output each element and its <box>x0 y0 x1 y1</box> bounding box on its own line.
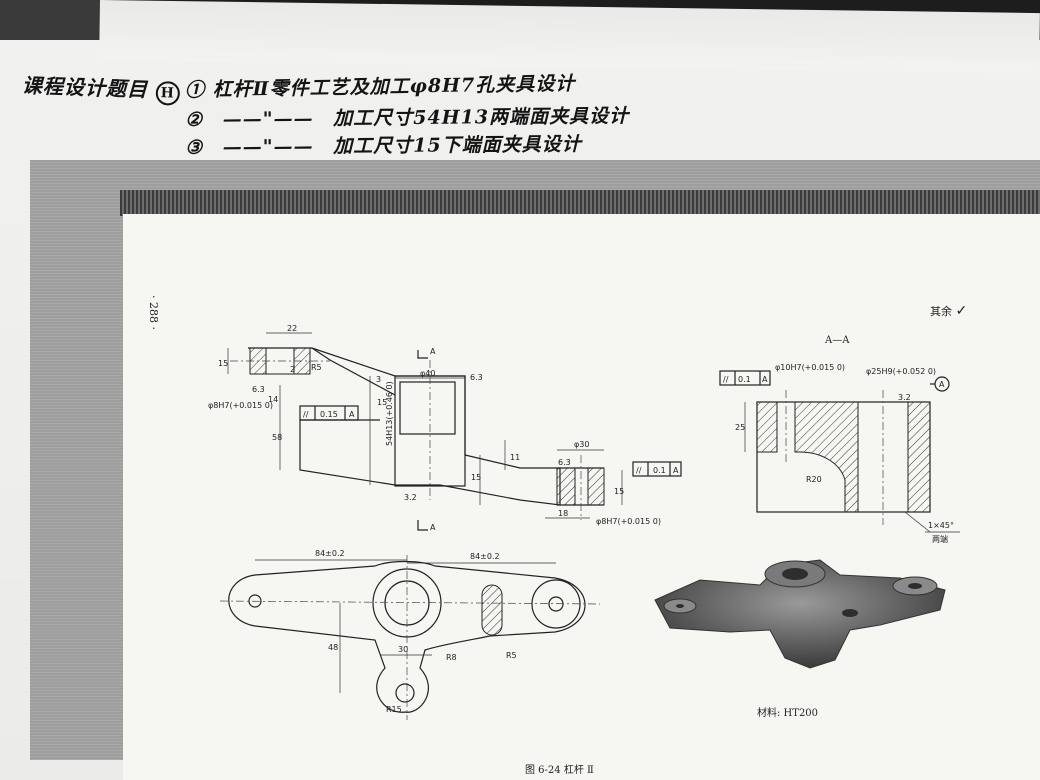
top-dim-r5: R5 <box>506 651 517 660</box>
section-left-wall <box>756 401 778 453</box>
section-aa-view: // 0.1 A φ10H7(+0.015 0) φ25H9(+0.052 0)… <box>719 363 960 544</box>
dim-3: 3 <box>376 375 381 384</box>
section-dim-phi10h7: φ10H7(+0.015 0) <box>775 363 845 372</box>
part-right-hole <box>908 583 922 589</box>
section-marker-bottom <box>417 520 428 531</box>
front-center-bore <box>399 381 456 435</box>
top-dim-r15: R15 <box>386 705 402 714</box>
front-view: // // <box>227 332 682 531</box>
part-lower-hole <box>842 609 858 617</box>
dim-22: 22 <box>287 324 297 333</box>
top-view: 84±0.2 84±0.2 48 30 R8 R5 R15 <box>219 549 601 720</box>
dim-datum-a: A <box>349 410 355 419</box>
isometric-part-render <box>654 559 946 669</box>
section-outline <box>756 401 931 513</box>
svg-text://: // <box>636 466 642 475</box>
top-rib-section <box>481 584 503 636</box>
dim-18: 18 <box>558 509 568 518</box>
section-a-top: A <box>430 347 436 356</box>
top-dim-r8: R8 <box>446 653 457 662</box>
front-right-section-b <box>587 467 605 506</box>
top-view-outline <box>228 560 586 713</box>
dim-tol015: 0.15 <box>320 410 338 419</box>
section-a-bottom: A <box>430 523 436 532</box>
section-dim-phi25h9: φ25H9(+0.052 0) <box>866 367 936 376</box>
front-right-boss <box>557 467 604 506</box>
section-tolerance-frame <box>719 370 771 386</box>
front-rib-line <box>311 347 396 396</box>
roughness-note-text: 其余 <box>930 305 952 318</box>
dim-phi8h7: φ8H7(+0.015 0) <box>208 401 273 410</box>
tolerance-frame-2 <box>632 461 682 477</box>
dim-15a: 15 <box>218 359 228 368</box>
section-dim-chamfer: 1×45° <box>928 521 954 530</box>
roughness-note: 其余 ✓ <box>930 303 967 319</box>
section-label: A—A <box>825 335 850 346</box>
top-right-boss <box>531 579 581 629</box>
svg-text://: // <box>723 375 729 384</box>
top-centerline-h <box>219 600 601 605</box>
dim-58: 58 <box>272 433 282 442</box>
dim-datum-a2: A <box>673 466 679 475</box>
dim-14: 14 <box>268 395 278 404</box>
figure-caption: 图 6-24 杠杆 Ⅱ <box>525 765 594 776</box>
dim-ra63a: 6.3 <box>252 385 265 394</box>
dim-phi30: φ30 <box>574 440 589 449</box>
svg-text://: // <box>303 410 309 419</box>
dim-ra32: 3.2 <box>404 493 417 502</box>
dim-tol01: 0.1 <box>653 466 666 475</box>
top-dim-30: 30 <box>398 645 408 654</box>
dim-2: 2 <box>290 365 295 374</box>
dim-15d: 15 <box>614 487 624 496</box>
dim-r5a: R5 <box>311 363 322 372</box>
top-dim-48: 48 <box>328 643 338 652</box>
section-dim-both-ends: 两端 <box>932 534 948 544</box>
book-page <box>123 214 1040 780</box>
dim-ra63c: 6.3 <box>558 458 571 467</box>
dim-phi40: φ40 <box>420 369 435 378</box>
front-view-dimension-texts: 22 15 R5 2 6.3 φ8H7(+0.015 0) 14 58 0.15… <box>208 324 679 532</box>
part-center-hole <box>782 568 808 580</box>
section-dim-25: 25 <box>735 423 745 432</box>
dim-54h13: 54H13(+0.46 0) <box>385 381 394 446</box>
section-marker-top <box>417 350 428 359</box>
tolerance-frame-1 <box>299 405 359 421</box>
chamfer-leader <box>904 511 931 533</box>
section-dim-ra32: 3.2 <box>898 393 911 402</box>
dim-11: 11 <box>510 453 520 462</box>
section-web <box>794 401 859 513</box>
top-dim-84b: 84±0.2 <box>470 552 500 561</box>
part-left-hole <box>676 604 684 608</box>
top-bottom-hole <box>395 683 415 703</box>
section-dim-r20: R20 <box>806 475 822 484</box>
section-dim-tol01: 0.1 <box>738 375 751 384</box>
section-dim-datum-a: A <box>762 375 768 384</box>
material-label: 材料: HT200 <box>757 708 819 719</box>
dim-15c: 15 <box>471 473 481 482</box>
dim-15b: 15 <box>377 398 387 407</box>
section-right-wall <box>907 401 931 513</box>
roughness-check-icon: ✓ <box>955 303 968 319</box>
section-datum-a: A <box>939 380 945 389</box>
book-top-edge <box>120 190 1040 216</box>
front-right-section-a <box>556 467 576 506</box>
dim-phi8h7b: φ8H7(+0.015 0) <box>596 517 661 526</box>
top-dim-84a: 84±0.2 <box>315 549 345 558</box>
dim-ra63b: 6.3 <box>470 373 483 382</box>
